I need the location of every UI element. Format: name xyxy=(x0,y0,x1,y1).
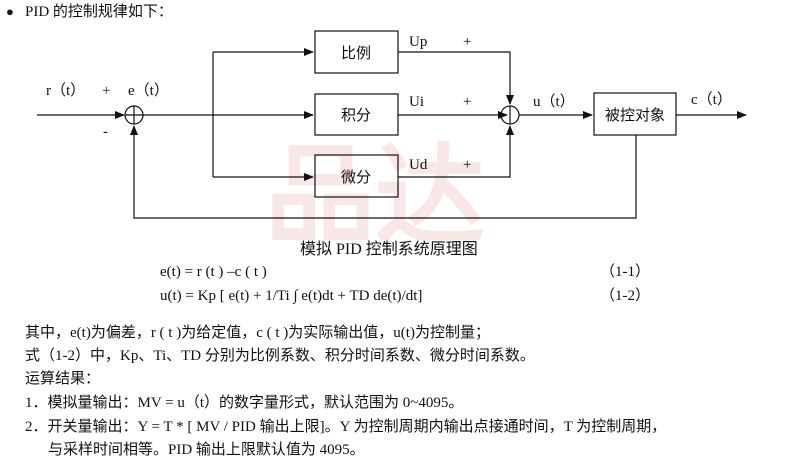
paragraph-switch-output-cont: 与采样时间相等。PID 输出上限默认值为 4095。 xyxy=(48,442,365,458)
plus-up-label: + xyxy=(463,34,471,50)
e-label: e（t） xyxy=(128,82,169,99)
equation-1-number: （1-1） xyxy=(600,264,650,280)
derivative-block xyxy=(314,154,399,198)
ui-label: Ui xyxy=(409,94,424,110)
watermark: 品达 xyxy=(265,133,485,240)
ud-label: Ud xyxy=(409,157,428,173)
pid-block-diagram: 品达 比例 积分 微分 被控对象 r（t） + e（t） - Up + Ui +… xyxy=(37,30,747,240)
plant-block xyxy=(593,92,677,136)
u-label: u（t） xyxy=(533,93,575,110)
equation-2-number: （1-2） xyxy=(600,288,650,304)
paragraph-analog-output: 1．模拟量输出：MV = u（t）的数字量形式，默认范围为 0~4095。 xyxy=(25,395,464,411)
plus-ud-label: + xyxy=(463,157,471,173)
paragraph-results-heading: 运算结果： xyxy=(25,371,101,387)
paragraph-switch-output: 2．开关量输出：Y = T * [ MV / PID 输出上限]。Y 为控制周期… xyxy=(25,419,667,435)
diagram-caption: 模拟 PID 控制系统原理图 xyxy=(300,241,478,258)
block-d-label: 微分 xyxy=(341,169,371,186)
up-label: Up xyxy=(409,34,427,50)
equation-2: u(t) = Kp [ e(t) + 1/Ti ∫ e(t)dt + TD de… xyxy=(160,288,423,304)
plus-r-label: + xyxy=(102,83,110,99)
plant-label: 被控对象 xyxy=(605,107,665,124)
equation-1: e(t) = r (t ) –c ( t ) xyxy=(160,264,267,280)
paragraph-definitions: 其中，e(t)为偏差，r ( t )为给定值，c ( t )为实际输出值，u(t… xyxy=(25,325,490,341)
block-p-label: 比例 xyxy=(341,45,371,62)
feedback-path xyxy=(130,125,637,219)
paragraph-coefficients: 式（1-2）中，Kp、Ti、TD 分别为比例系数、积分时间系数、微分时间系数。 xyxy=(25,348,535,364)
minus-feedback-label: - xyxy=(103,124,108,140)
block-i-label: 积分 xyxy=(341,107,371,124)
bullet-icon: ● xyxy=(6,4,14,19)
c-label: c（t） xyxy=(691,91,732,108)
r-label: r（t） xyxy=(46,82,85,99)
intro-text: PID 的控制规律如下： xyxy=(25,4,173,20)
plus-ui-label: + xyxy=(463,94,471,110)
